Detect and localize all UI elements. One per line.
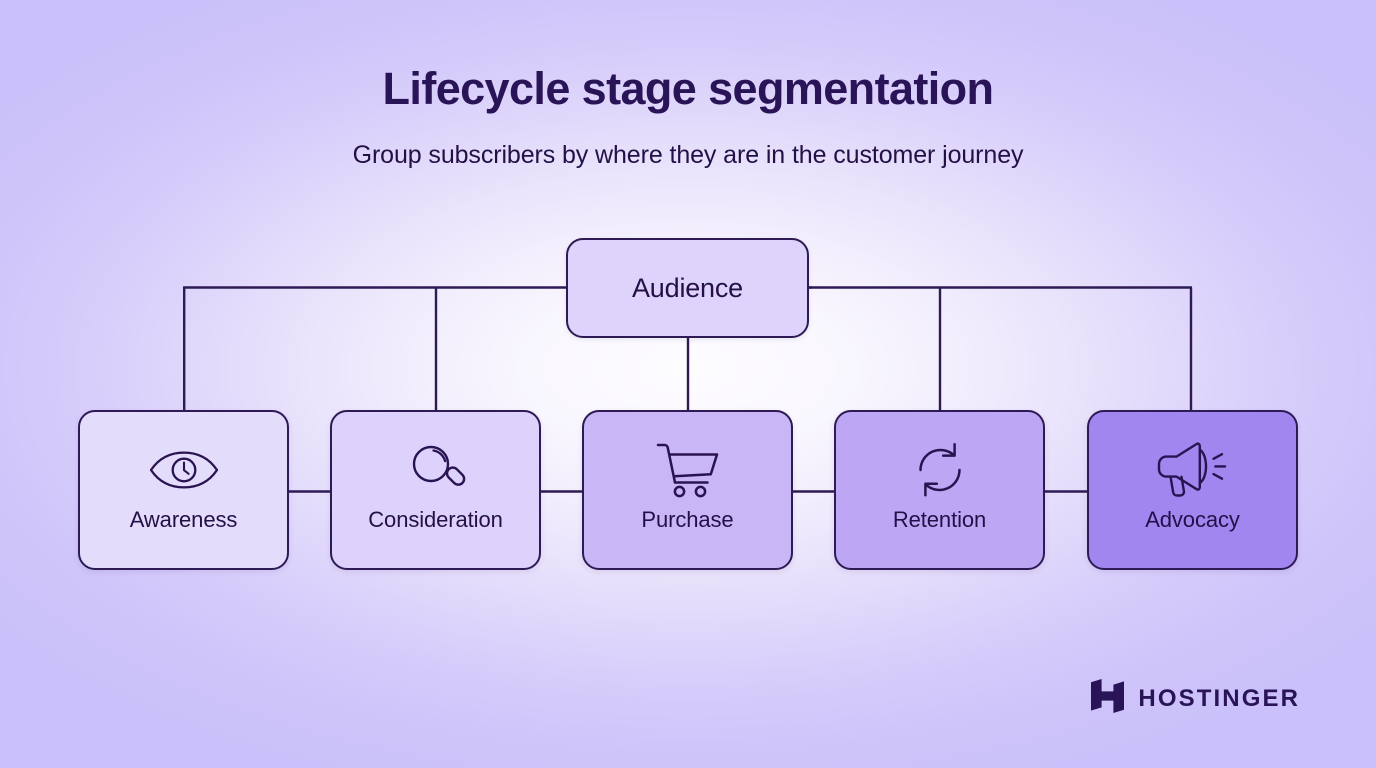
stage-card-label: Consideration [368, 507, 503, 532]
hostinger-h-logo-icon [1091, 679, 1125, 718]
node-audience-label: Audience [632, 272, 743, 303]
stage-card-label: Purchase [641, 507, 734, 532]
shopping-cart-icon [655, 439, 721, 501]
brand-logo: HOSTINGER [1091, 679, 1300, 718]
node-audience[interactable]: Audience [566, 238, 809, 338]
stage-card-retention[interactable]: Retention [834, 410, 1045, 570]
page-subtitle: Group subscribers by where they are in t… [352, 141, 1024, 169]
magnifier-icon [406, 439, 466, 501]
brand-name: HOSTINGER [1138, 684, 1300, 712]
stage-card-awareness[interactable]: Awareness [78, 410, 289, 570]
stage-card-label: Retention [892, 507, 987, 532]
page-title: Lifecycle stage segmentation [382, 63, 995, 114]
stage-card-label: Awareness [129, 507, 238, 532]
refresh-cycle-icon [910, 439, 970, 501]
eye-icon [147, 439, 221, 501]
megaphone-icon [1156, 439, 1230, 501]
stage-card-purchase[interactable]: Purchase [582, 410, 793, 570]
stage-card-advocacy[interactable]: Advocacy [1087, 410, 1298, 570]
stage-card-label: Advocacy [1145, 507, 1240, 532]
stage-card-consideration[interactable]: Consideration [330, 410, 541, 570]
